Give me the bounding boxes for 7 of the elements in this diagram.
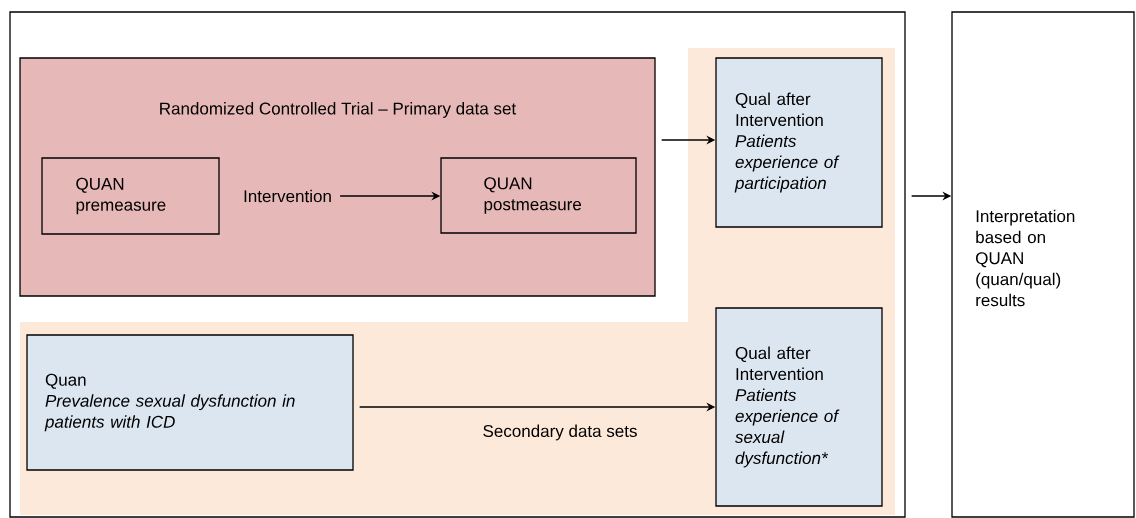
qual-box: Qual after Intervention Patients experience of sexual dysfunction* xyxy=(715,307,883,507)
qual-box: Qual after Intervention Patients experience of participation xyxy=(715,57,883,228)
intervention-text: Intervention xyxy=(244,189,331,203)
quan-box: Quan Prevalence sexual dysfunction in patients with ICD xyxy=(26,334,354,471)
interpretation-box: Interpretation based on QUAN (quan/qual) results xyxy=(951,11,1135,518)
measure-box: QUAN postmeasure xyxy=(440,157,637,234)
measure-box: QUAN premeasure xyxy=(41,157,220,235)
